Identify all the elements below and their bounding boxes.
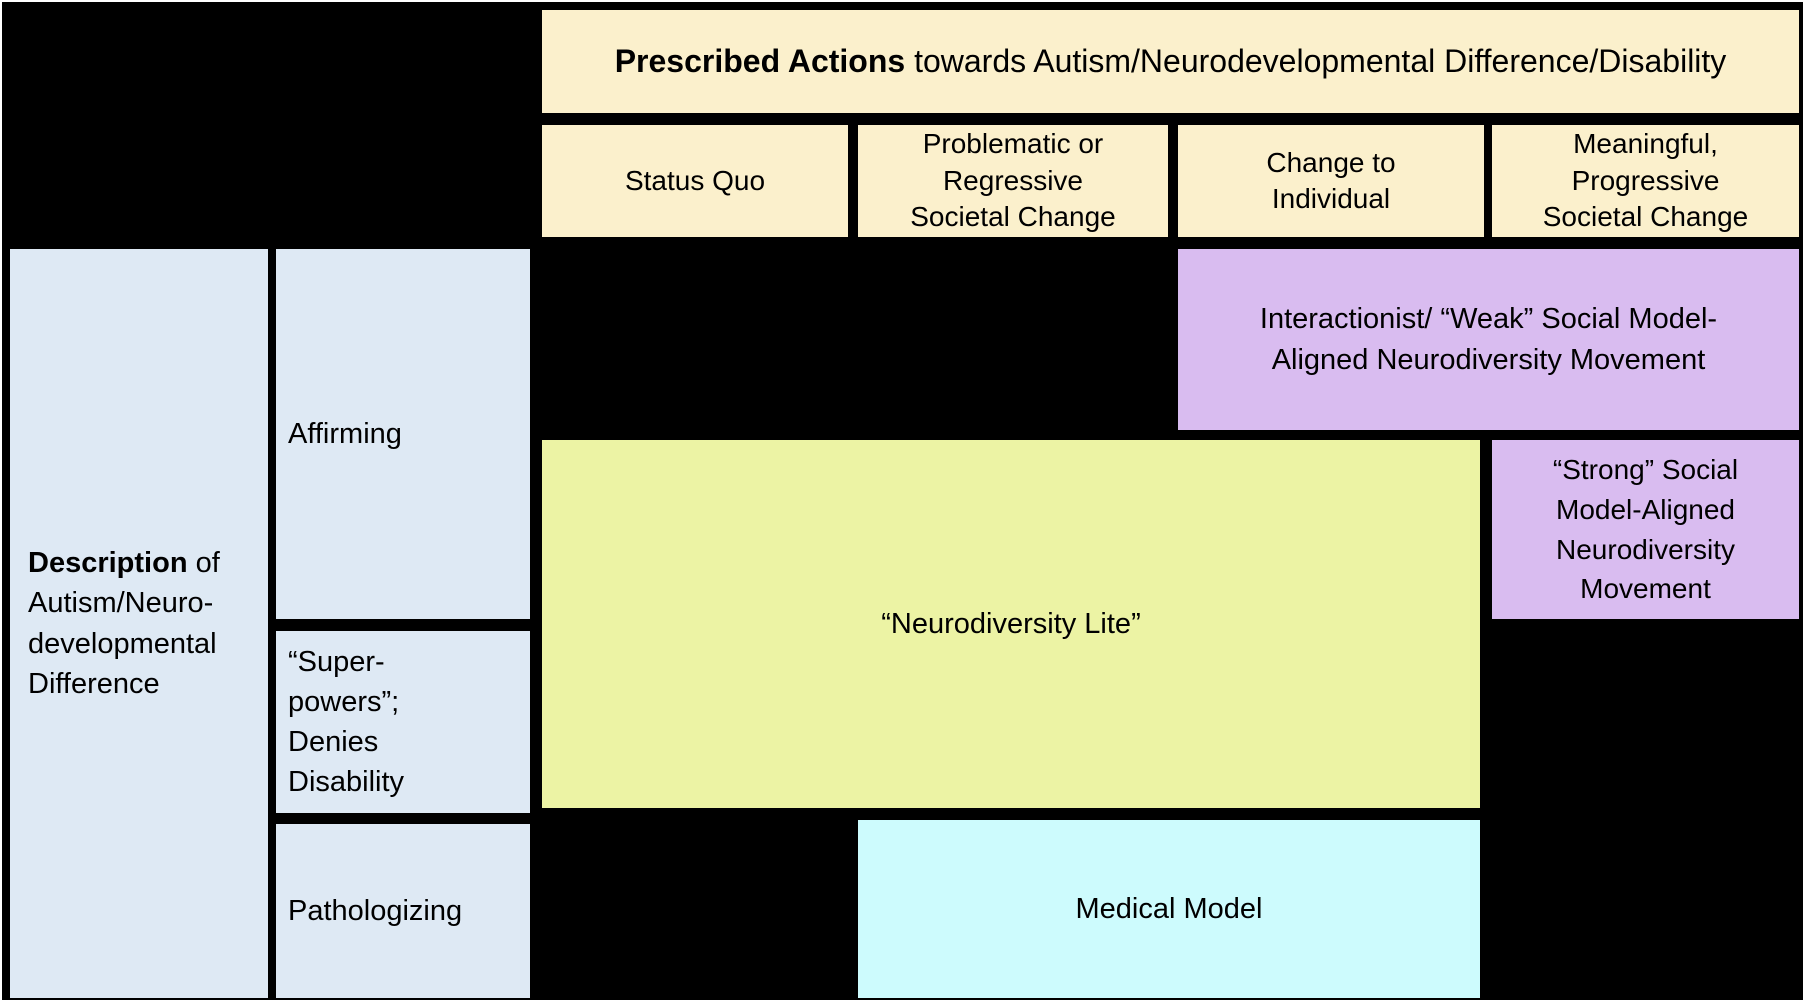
- column-header-problematic-regressive: Problematic or Regressive Societal Chang…: [858, 125, 1168, 237]
- cell-medical-model: Medical Model: [858, 820, 1480, 998]
- prescribed-actions-header: Prescribed Actions towards Autism/Neurod…: [542, 10, 1799, 113]
- row-header-superpowers-denies-disability: “Super- powers”; Denies Disability: [276, 631, 530, 813]
- column-header-status-quo: Status Quo: [542, 125, 848, 237]
- description-axis-rest-text: Autism/Neuro- developmental Difference: [28, 587, 217, 700]
- row-header-affirming: Affirming: [276, 249, 530, 619]
- column-header-meaningful-progressive: Meaningful, Progressive Societal Change: [1492, 125, 1799, 237]
- column-header-change-to-individual: Change to Individual: [1178, 125, 1484, 237]
- row-header-pathologizing: Pathologizing: [276, 824, 530, 998]
- prescribed-actions-bold-text: Prescribed Actions: [614, 43, 906, 80]
- cell-interactionist-weak-social-model: Interactionist/ “Weak” Social Model- Ali…: [1178, 249, 1799, 430]
- description-axis-line1: Description of: [28, 543, 220, 583]
- description-axis-of-text: of: [187, 547, 220, 580]
- prescribed-actions-text: Prescribed Actions towards Autism/Neurod…: [615, 39, 1727, 83]
- prescribed-actions-rest-text: towards Autism/Neurodevelopmental Differ…: [905, 43, 1727, 80]
- cell-neurodiversity-lite: “Neurodiversity Lite”: [542, 440, 1480, 808]
- cell-strong-social-model: “Strong” Social Model-Aligned Neurodiver…: [1492, 440, 1799, 619]
- description-axis-bold-text: Description: [28, 547, 188, 580]
